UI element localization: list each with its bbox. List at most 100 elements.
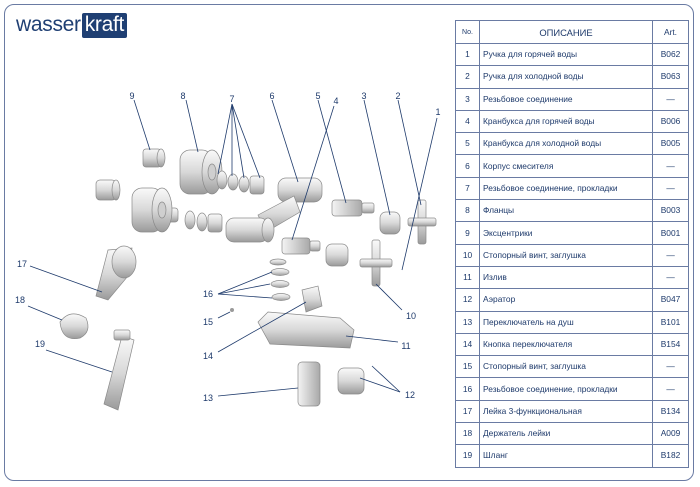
row-description: Резьбовое соединение, прокладки xyxy=(479,176,653,201)
row-article: — xyxy=(652,154,689,178)
row-article: — xyxy=(652,377,689,401)
row-description: Стопорный винт, заглушка xyxy=(479,243,653,267)
callout-1: 1 xyxy=(435,107,441,117)
brand-logo-part1: wasser xyxy=(16,13,81,36)
callout-15: 15 xyxy=(202,317,214,327)
row-description: Эксцентрики xyxy=(479,221,653,245)
row-number: 3 xyxy=(455,87,480,111)
row-article: — xyxy=(652,176,689,201)
row-description: Шланг xyxy=(479,444,653,468)
row-number: 13 xyxy=(455,310,480,334)
row-description: Лейка 3-функциональная xyxy=(479,399,653,424)
row-number: 6 xyxy=(455,154,480,178)
row-description: Резьбовое соединение, прокладки xyxy=(479,377,653,401)
callout-4: 4 xyxy=(333,96,339,106)
row-article: — xyxy=(652,265,689,290)
row-article: B063 xyxy=(652,65,689,89)
row-description: Корпус смесителя xyxy=(479,154,653,178)
row-number: 16 xyxy=(455,377,480,401)
row-description: Фланцы xyxy=(479,199,653,223)
row-article: B101 xyxy=(652,310,689,334)
row-description: Кранбукса для холодной воды xyxy=(479,132,653,156)
row-number: 12 xyxy=(455,288,480,312)
shower-holder-part xyxy=(59,313,89,339)
callout-18: 18 xyxy=(14,295,26,305)
seal-rings-upper-part xyxy=(216,170,265,195)
callout-3: 3 xyxy=(361,91,367,101)
row-description: Ручка для горячей воды xyxy=(479,42,653,67)
row-number: 9 xyxy=(455,221,480,245)
row-number: 4 xyxy=(455,109,480,134)
callout-14: 14 xyxy=(202,351,214,361)
seal-rings-lower-part xyxy=(184,210,223,233)
row-description: Переключатель на душ xyxy=(479,310,653,334)
row-article: — xyxy=(652,355,689,379)
row-article: B062 xyxy=(652,42,689,67)
column-header-art: Art. xyxy=(652,20,689,44)
row-article: A009 xyxy=(652,422,689,446)
brand-logo-part2: kraft xyxy=(81,12,128,38)
row-number: 15 xyxy=(455,355,480,379)
callout-5: 5 xyxy=(315,91,321,101)
row-article: B047 xyxy=(652,288,689,312)
row-article: B154 xyxy=(652,332,689,357)
threaded-connector-part xyxy=(325,211,401,267)
cross-handle-cold-part xyxy=(407,199,437,245)
row-number: 1 xyxy=(455,42,480,67)
callout-10: 10 xyxy=(405,311,417,321)
callout-16: 16 xyxy=(202,289,214,299)
row-article: B001 xyxy=(652,221,689,245)
row-number: 2 xyxy=(455,65,480,89)
row-number: 19 xyxy=(455,444,480,468)
aerator-part xyxy=(337,367,365,395)
row-article: B134 xyxy=(652,399,689,424)
callout-13: 13 xyxy=(202,393,214,403)
diverter-rings-part xyxy=(269,258,291,301)
shower-switch-part xyxy=(297,361,321,407)
row-description: Стопорный винт, заглушка xyxy=(479,355,653,379)
row-article: — xyxy=(652,87,689,111)
row-description: Излив xyxy=(479,265,653,290)
row-article: B182 xyxy=(652,444,689,468)
callout-11: 11 xyxy=(401,341,411,351)
callout-6: 6 xyxy=(269,91,275,101)
set-screw-part xyxy=(230,308,234,312)
row-description: Кнопка переключателя xyxy=(479,332,653,357)
cartridge-hot-part xyxy=(281,237,321,255)
callout-17: 17 xyxy=(16,259,28,269)
row-article: — xyxy=(652,243,689,267)
row-description: Резьбовое соединение xyxy=(479,87,653,111)
page-frame xyxy=(4,4,694,481)
row-article: B003 xyxy=(652,199,689,223)
cartridge-cold-part xyxy=(331,199,375,217)
spout-part xyxy=(257,311,355,349)
shower-head-part xyxy=(95,245,137,301)
mixer-body-part xyxy=(225,177,323,243)
eccentric-upper-part xyxy=(142,148,166,168)
leader-lines xyxy=(27,99,438,397)
callout-12: 12 xyxy=(404,390,416,400)
column-header-description: ОПИСАНИЕ xyxy=(479,20,653,44)
row-number: 5 xyxy=(455,132,480,156)
flange-lower-part xyxy=(131,187,173,233)
row-article: B006 xyxy=(652,109,689,134)
callout-8: 8 xyxy=(180,91,186,101)
shower-hose-part xyxy=(103,329,135,411)
callout-7: 7 xyxy=(229,94,235,104)
diverter-button-part xyxy=(301,285,323,313)
